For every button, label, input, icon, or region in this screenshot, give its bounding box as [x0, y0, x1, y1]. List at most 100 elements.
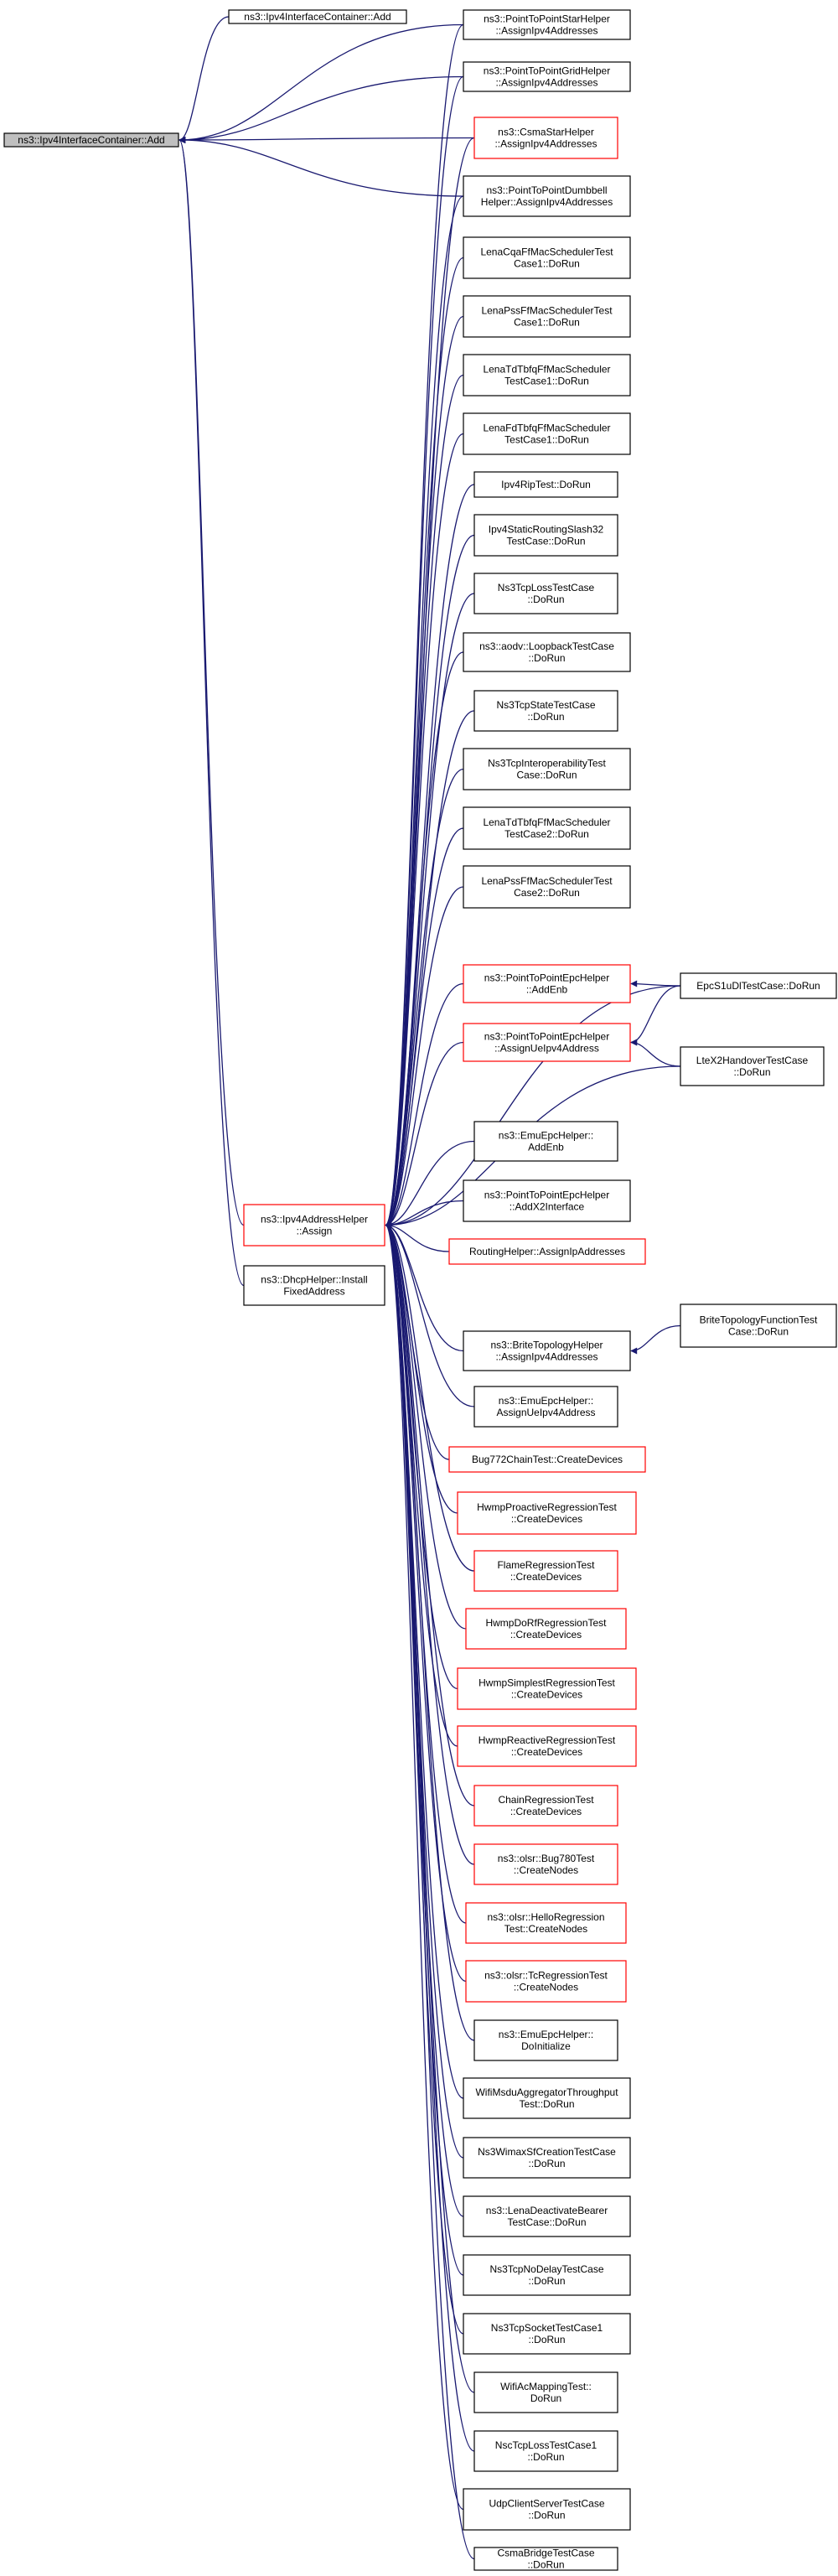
node-csmabridge[interactable]: CsmaBridgeTestCase::DoRun — [473, 2547, 618, 2571]
node-box[interactable] — [457, 1491, 637, 1535]
node-box[interactable] — [473, 1121, 618, 1162]
node-hwmpdorf[interactable]: HwmpDoRfRegressionTest::CreateDevices — [465, 1608, 627, 1650]
node-olsrbug780[interactable]: ns3::olsr::Bug780Test::CreateNodes — [473, 1843, 618, 1885]
node-box[interactable] — [473, 2371, 618, 2413]
node-box[interactable] — [228, 9, 407, 24]
node-box[interactable] — [473, 2019, 618, 2061]
node-box[interactable] — [463, 2195, 631, 2237]
node-box[interactable] — [457, 1667, 637, 1710]
node-epcs1u[interactable]: EpcS1uDlTestCase::DoRun — [680, 972, 837, 999]
node-assign[interactable]: ns3::Ipv4AddressHelper::Assign — [243, 1204, 385, 1247]
node-box[interactable] — [463, 295, 631, 338]
node-ltex2[interactable]: LteX2HandoverTestCase::DoRun — [680, 1046, 825, 1086]
node-olsrhello[interactable]: ns3::olsr::HelloRegressionTest::CreateNo… — [465, 1902, 627, 1944]
node-hwmpproactive[interactable]: HwmpProactiveRegressionTest::CreateDevic… — [457, 1491, 637, 1535]
node-box[interactable] — [463, 1023, 631, 1062]
node-routinghelper[interactable]: RoutingHelper::AssignIpAddresses — [448, 1238, 646, 1265]
node-box[interactable] — [473, 1843, 618, 1885]
node-box[interactable] — [473, 2430, 618, 2472]
node-box[interactable] — [448, 1446, 646, 1473]
node-csmastar[interactable]: ns3::CsmaStarHelper::AssignIpv4Addresses — [473, 117, 618, 159]
node-tcpnodelay[interactable]: Ns3TcpNoDelayTestCase::DoRun — [463, 2254, 631, 2296]
node-wifiac[interactable]: WifiAcMappingTest::DoRun — [473, 2371, 618, 2413]
node-p2pepcx2[interactable]: ns3::PointToPointEpcHelper::AddX2Interfa… — [463, 1179, 631, 1222]
node-box[interactable] — [463, 1330, 631, 1371]
node-box[interactable] — [463, 806, 631, 850]
node-box[interactable] — [463, 61, 631, 92]
node-box[interactable] — [463, 748, 631, 790]
node-box[interactable] — [243, 1204, 385, 1247]
node-hwmpreactive[interactable]: HwmpReactiveRegressionTest::CreateDevice… — [457, 1725, 637, 1767]
node-box[interactable] — [457, 1725, 637, 1767]
node-box[interactable] — [465, 1960, 627, 2003]
node-p2pgrid[interactable]: ns3::PointToPointGridHelper::AssignIpv4A… — [463, 61, 631, 92]
node-box[interactable] — [473, 573, 618, 614]
node-aodvloop[interactable]: ns3::aodv::LoopbackTestCase::DoRun — [463, 632, 631, 672]
node-chain[interactable]: ChainRegressionTest::CreateDevices — [473, 1785, 618, 1827]
node-ns3tcploss[interactable]: Ns3TcpLossTestCase::DoRun — [473, 573, 618, 614]
node-ipv4rip[interactable]: Ipv4RipTest::DoRun — [473, 471, 618, 498]
node-box[interactable] — [465, 1608, 627, 1650]
node-box[interactable] — [463, 865, 631, 909]
node-box[interactable] — [463, 2077, 631, 2119]
node-p2pepcaddenb[interactable]: ns3::PointToPointEpcHelper::AddEnb — [463, 964, 631, 1003]
node-box[interactable] — [463, 632, 631, 672]
node-flame[interactable]: FlameRegressionTest::CreateDevices — [473, 1550, 618, 1592]
node-box[interactable] — [463, 354, 631, 397]
node-emuassignue[interactable]: ns3::EmuEpcHelper::AssignUeIpv4Address — [473, 1386, 618, 1428]
node-olsrtc[interactable]: ns3::olsr::TcRegressionTest::CreateNodes — [465, 1960, 627, 2003]
node-box[interactable] — [448, 1238, 646, 1265]
node-p2pdumbbell[interactable]: ns3::PointToPointDumbbellHelper::AssignI… — [463, 175, 631, 217]
node-box[interactable] — [463, 964, 631, 1003]
node-box[interactable] — [463, 9, 631, 40]
node-tcpsocket[interactable]: Ns3TcpSocketTestCase1::DoRun — [463, 2313, 631, 2355]
node-box[interactable] — [473, 1785, 618, 1827]
node-p2pepcassignue[interactable]: ns3::PointToPointEpcHelper::AssignUeIpv4… — [463, 1023, 631, 1062]
node-ipv4iccadd[interactable]: ns3::Ipv4InterfaceContainer::Add — [228, 9, 407, 24]
node-box[interactable] — [3, 132, 179, 148]
node-box[interactable] — [680, 1304, 837, 1348]
node-box[interactable] — [463, 2488, 631, 2531]
node-box[interactable] — [463, 2254, 631, 2296]
node-box[interactable] — [463, 412, 631, 455]
node-box[interactable] — [473, 117, 618, 159]
node-wimax[interactable]: Ns3WimaxSfCreationTestCase::DoRun — [463, 2137, 631, 2179]
node-root[interactable]: ns3::Ipv4InterfaceContainer::Add — [3, 132, 179, 148]
node-emuaddenb[interactable]: ns3::EmuEpcHelper::AddEnb — [473, 1121, 618, 1162]
node-box[interactable] — [473, 1550, 618, 1592]
node-box[interactable] — [473, 2547, 618, 2571]
node-udpclient[interactable]: UdpClientServerTestCase::DoRun — [463, 2488, 631, 2531]
node-box[interactable] — [473, 1386, 618, 1428]
node-box[interactable] — [463, 2137, 631, 2179]
node-box[interactable] — [463, 236, 631, 279]
node-p2pstar[interactable]: ns3::PointToPointStarHelper::AssignIpv4A… — [463, 9, 631, 40]
node-box[interactable] — [463, 1179, 631, 1222]
node-box[interactable] — [463, 175, 631, 217]
node-emudoinit[interactable]: ns3::EmuEpcHelper::DoInitialize — [473, 2019, 618, 2061]
node-hwmpsimplest[interactable]: HwmpSimplestRegressionTest::CreateDevice… — [457, 1667, 637, 1710]
node-box[interactable] — [473, 514, 618, 557]
node-box[interactable] — [680, 1046, 825, 1086]
node-box[interactable] — [680, 972, 837, 999]
node-brite[interactable]: ns3::BriteTopologyHelper::AssignIpv4Addr… — [463, 1330, 631, 1371]
node-box[interactable] — [465, 1902, 627, 1944]
node-bug772[interactable]: Bug772ChainTest::CreateDevices — [448, 1446, 646, 1473]
node-ns3tcpstate[interactable]: Ns3TcpStateTestCase::DoRun — [473, 690, 618, 732]
node-box[interactable] — [243, 1265, 385, 1306]
node-box[interactable] — [473, 690, 618, 732]
node-box[interactable] — [473, 471, 618, 498]
node-box[interactable] — [463, 2313, 631, 2355]
node-nsctcploss[interactable]: NscTcpLossTestCase1::DoRun — [473, 2430, 618, 2472]
